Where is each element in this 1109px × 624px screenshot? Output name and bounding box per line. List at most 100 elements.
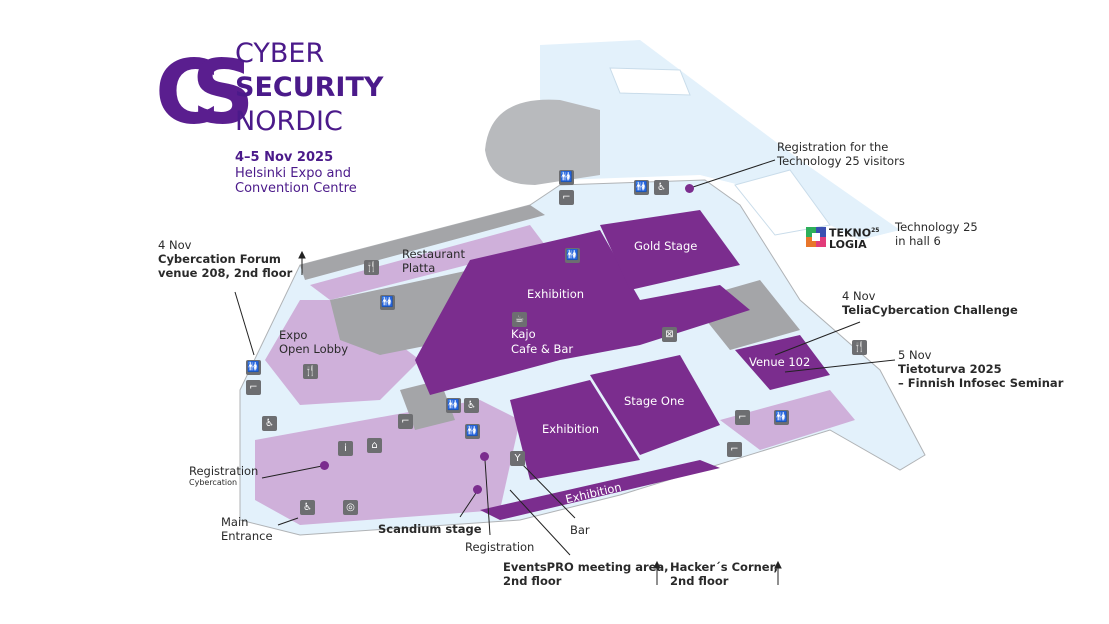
cloakroom-icon: ⌂ [367, 438, 382, 453]
stairs-icon: ⌐ [246, 380, 261, 395]
registration-tech-dot [685, 184, 694, 193]
stairs-icon: ⌐ [398, 414, 413, 429]
restaurant-icon: 🍴 [303, 364, 318, 379]
gray-block-mid [400, 380, 455, 430]
gold-stage-label: Gold Stage [634, 239, 698, 253]
tech-registration-line1: Registration for the [777, 140, 889, 154]
main-entrance-callout: Main Entrance [221, 515, 273, 543]
wall [300, 205, 545, 280]
forum-date: 4 Nov [158, 238, 192, 252]
telia-date: 4 Nov [842, 289, 876, 303]
main-entrance-line1: Main [221, 515, 249, 529]
registration-cyber-dot [320, 461, 329, 470]
exhibition-mid-area [510, 380, 640, 480]
registration-cyber-sub: Cybercation [189, 478, 238, 487]
stage-one-area [590, 355, 720, 455]
eventspro-line2: 2nd floor [503, 574, 562, 588]
teknologia-logo-text: TEKNO25 LOGIA [829, 225, 879, 250]
hackers-callout: Hacker´s Corner, 2nd floor [670, 560, 778, 588]
tietoturva-date: 5 Nov [898, 348, 932, 362]
toilet-icon: 🚻 [380, 295, 395, 310]
registration-cybercation-callout: Registration Cybercation [189, 464, 258, 488]
forum-title1: Cybercation Forum [158, 252, 281, 266]
logo-security: SECURITY [235, 72, 384, 103]
teknologia-line2: LOGIA [829, 237, 867, 251]
tech-registration-callout: Registration for the Technology 25 visit… [777, 140, 905, 168]
restaurant-icon: 🍴 [852, 340, 867, 355]
eventspro-line1: EventsPRO meeting area, [503, 560, 669, 574]
stairs-right [734, 169, 831, 236]
registration-cyber-title: Registration [189, 464, 259, 478]
accessible-icon: ♿ [262, 416, 277, 431]
kajo-label: Kajo Cafe & Bar [511, 327, 573, 357]
tech-registration-line2: Technology 25 visitors [777, 154, 905, 168]
forum-callout: 4 Nov Cybercation Forum venue 208, 2nd f… [158, 238, 292, 280]
teknologia-logo-icon [806, 227, 826, 247]
accessible-icon: ♿ [300, 500, 315, 515]
elevator-icon: ⊠ [662, 327, 677, 342]
stairs-icon: ⌐ [559, 190, 574, 205]
lower-zone [255, 400, 520, 525]
toilet-icon: 🚻 [246, 360, 261, 375]
venue102-label: Venue 102 [749, 355, 811, 369]
telia-title: TeliaCybercation Challenge [842, 303, 1018, 317]
stairs-top [609, 67, 691, 96]
cs-logo-mark: CS [155, 41, 254, 144]
restaurant-label: Restaurant Platta [402, 247, 465, 275]
eventspro-callout: EventsPRO meeting area, 2nd floor [503, 560, 669, 588]
elevator-icon: ◎ [343, 500, 358, 515]
upstairs-arrows [298, 250, 782, 585]
exhibition-low-area [480, 460, 720, 520]
registration-dot [480, 452, 489, 461]
kajo-line2: Cafe & Bar [511, 342, 574, 356]
bar-callout: Bar [570, 523, 590, 537]
bar-icon: Y [510, 451, 525, 466]
exhibition-mid-label: Exhibition [542, 422, 600, 436]
lobby-line1: Expo [279, 328, 308, 342]
hackers-line1: Hacker´s Corner, [670, 560, 778, 574]
teknologia-line1: TEKNO [829, 226, 872, 240]
lobby-line2: Open Lobby [279, 342, 349, 356]
toilet-icon: 🚻 [446, 398, 461, 413]
toilet-icon: 🚻 [774, 410, 789, 425]
tietoturva-title1: Tietoturva 2025 [898, 362, 1002, 376]
exhibition-top-area [415, 230, 750, 395]
coffee-icon: ☕ [512, 312, 527, 327]
accessible-icon: ♿ [464, 398, 479, 413]
info-icon: i [338, 441, 353, 456]
toilet-icon: 🚻 [565, 248, 580, 263]
logo-cyber: CYBER [235, 38, 325, 69]
tietoturva-callout: 5 Nov Tietoturva 2025 – Finnish Infosec … [898, 348, 1063, 390]
toilet-icon: 🚻 [559, 170, 574, 185]
forum-title2: venue 208, 2nd floor [158, 266, 293, 280]
telia-callout: 4 Nov TeliaCybercation Challenge [842, 289, 1018, 317]
restaurant-icon: 🍴 [364, 260, 379, 275]
technology25-label: Technology 25 in hall 6 [895, 220, 978, 248]
registration-callout: Registration [465, 540, 535, 554]
scandium-callout: Scandium stage [378, 522, 482, 536]
kajo-line1: Kajo [511, 327, 536, 341]
gold-stage-area [600, 210, 740, 290]
tietoturva-title2: – Finnish Infosec Seminar [898, 376, 1064, 390]
upper-left-zone [310, 225, 545, 300]
restaurant-line2: Platta [402, 261, 436, 275]
toilet-icon: 🚻 [465, 424, 480, 439]
hackers-line2: 2nd floor [670, 574, 729, 588]
logo-nordic: NORDIC [235, 106, 343, 137]
restaurant-line1: Restaurant [402, 247, 465, 261]
lobby-label: Expo Open Lobby [279, 328, 348, 356]
stage-one-label: Stage One [624, 394, 685, 408]
event-date: 4–5 Nov 2025 [235, 150, 334, 165]
venue-line1: Helsinki Expo and [235, 166, 351, 181]
rotunda [485, 99, 600, 185]
venue-line2: Convention Centre [235, 181, 357, 196]
technology25-line1: Technology 25 [895, 220, 978, 234]
technology25-line2: in hall 6 [895, 234, 941, 248]
teknologia-sup: 25 [871, 227, 880, 234]
venue-102-area [735, 335, 830, 390]
stairs-icon: ⌐ [735, 410, 750, 425]
stairs-icon: ⌐ [727, 442, 742, 457]
toilet-icon: 🚻 [634, 180, 649, 195]
scandium-dot [473, 485, 482, 494]
